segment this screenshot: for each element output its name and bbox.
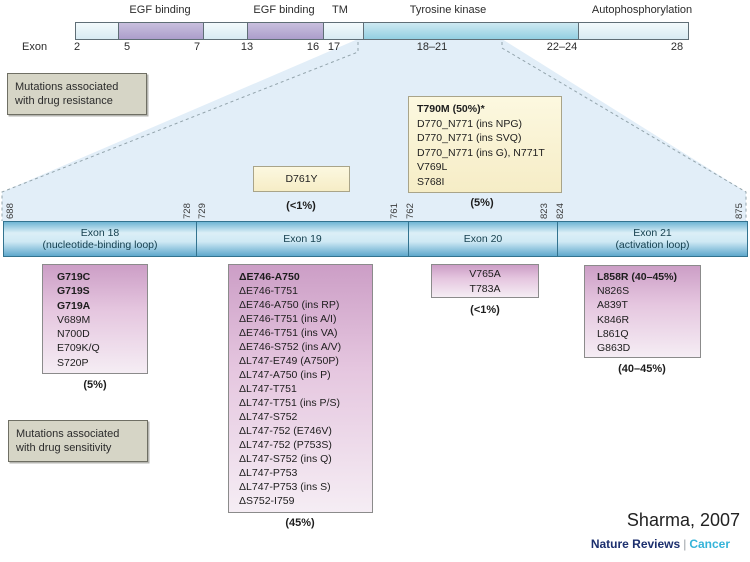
- sensitivity-exon18-frequency: (5%): [83, 379, 107, 391]
- residue-tick-688: 688: [5, 203, 16, 219]
- mutation-item: ΔE746-S752 (ins A/V): [239, 341, 342, 353]
- mutation-item: T783A: [469, 283, 501, 295]
- mutation-item: ΔL747-T751 (ins P/S): [239, 397, 340, 409]
- domain-label-tm: TM: [332, 4, 348, 16]
- mutation-item: ΔL747-P753: [239, 467, 298, 479]
- sensitivity-exon19-frequency: (45%): [285, 517, 315, 529]
- mutation-item: ΔS752-I759: [239, 495, 295, 507]
- exon-tick-17: 17: [327, 41, 341, 53]
- residue-tick-761: 761: [389, 203, 400, 219]
- mutation-item: ΔE746-A750 (ins RP): [239, 299, 340, 311]
- mutation-item: ΔE746-A750: [239, 271, 300, 283]
- gene-map-bar: [75, 22, 689, 40]
- resistance-box-d761y: D761Y: [253, 166, 350, 192]
- exon-tick-18-21: 18–21: [416, 41, 448, 53]
- journal-divider: |: [683, 537, 687, 551]
- exon-tick-7: 7: [193, 41, 201, 53]
- mutation-item: ΔE746-T751 (ins A/I): [239, 313, 337, 325]
- sensitivity-exon20-frequency: (<1%): [470, 304, 500, 316]
- domain-label-egf1: EGF binding: [129, 4, 191, 16]
- exon18-segment: Exon 18 (nucleotide-binding loop): [42, 227, 158, 251]
- mutation-item: G719S: [57, 285, 90, 298]
- mutation-item: V769L: [417, 161, 448, 173]
- funnel-fill: [2, 39, 746, 221]
- mutation-item: ΔL747-752 (E746V): [239, 425, 332, 437]
- mutation-item: L858R (40–45%): [597, 271, 677, 283]
- mutation-item: ΔL747-S752: [239, 411, 298, 423]
- egf-binding-segment-1: [118, 23, 204, 39]
- exon20-segment: Exon 20: [408, 222, 557, 256]
- mutation-item: D770_N771 (ins SVQ): [417, 132, 522, 144]
- kinase-exon-bar: Exon 18 (nucleotide-binding loop) Exon 1…: [3, 221, 748, 257]
- mutation-item: K846R: [597, 313, 630, 326]
- mutation-item: T790M (50%)*: [417, 103, 485, 115]
- mutation-item: ΔL747-752 (P753S): [239, 439, 332, 451]
- mutation-item: D761Y: [285, 173, 318, 185]
- exon19-segment: Exon 19: [196, 222, 408, 256]
- mutation-item: D770_N771 (ins NPG): [417, 117, 523, 130]
- legend-drug-resistance: Mutations associated with drug resistanc…: [7, 73, 147, 115]
- residue-tick-823: 823: [539, 203, 550, 219]
- mutation-item: G719C: [57, 271, 91, 283]
- exon21-segment: Exon 21 (activation loop): [557, 222, 747, 256]
- mutation-item: ΔL747-P753 (ins S): [239, 481, 331, 493]
- residue-tick-762: 762: [405, 203, 416, 219]
- residue-tick-824: 824: [555, 203, 566, 219]
- mutation-item: L861Q: [597, 327, 629, 340]
- domain-label-egf2: EGF binding: [253, 4, 315, 16]
- mutation-item: G863D: [597, 342, 631, 355]
- exon-tick-2: 2: [73, 41, 81, 53]
- resistance-d761y-frequency: (<1%): [286, 200, 316, 212]
- egf-binding-segment-2: [247, 23, 324, 39]
- mutation-item: E709K/Q: [57, 342, 100, 355]
- residue-tick-728: 728: [182, 203, 193, 219]
- journal-brand: Nature Reviews: [590, 537, 681, 551]
- legend-drug-sensitivity: Mutations associated with drug sensitivi…: [8, 420, 148, 462]
- mutation-item: N826S: [597, 285, 630, 298]
- mutation-item: ΔL747-E749 (A750P): [239, 355, 339, 367]
- resistance-box-exon20: T790M (50%)* D770_N771 (ins NPG) D770_N771…: [408, 96, 562, 193]
- tyrosine-kinase-segment: [363, 23, 579, 39]
- mutation-item: N700D: [57, 328, 90, 341]
- residue-tick-875: 875: [734, 203, 745, 219]
- mutation-item: A839T: [597, 299, 628, 312]
- resistance-exon20-frequency: (5%): [470, 197, 494, 209]
- residue-tick-729: 729: [197, 203, 208, 219]
- citation-text: Sharma, 2007: [626, 510, 740, 530]
- mutation-item: ΔE746-T751: [239, 285, 298, 297]
- exon-axis-label: Exon: [22, 41, 48, 53]
- mutation-item: S768I: [417, 175, 445, 188]
- sensitivity-box-exon20: V765A T783A: [431, 264, 539, 298]
- journal-credit: Nature Reviews|Cancer: [591, 537, 730, 551]
- mutation-item: G719A: [57, 299, 91, 312]
- mutation-item: ΔL747-S752 (ins Q): [239, 453, 332, 465]
- sensitivity-exon21-frequency: (40–45%): [618, 363, 666, 375]
- domain-label-autophosphorylation: Autophosphorylation: [591, 4, 693, 16]
- mutation-item: S720P: [57, 356, 89, 369]
- mutation-item: V689M: [57, 313, 91, 326]
- mutation-item: ΔL747-T751: [239, 383, 297, 395]
- mutation-item: ΔE746-T751 (ins VA): [239, 327, 338, 339]
- mutation-item: ΔL747-A750 (ins P): [239, 369, 331, 381]
- mutation-item: D770_N771 (ins G), N771T: [417, 146, 545, 159]
- exon-tick-5: 5: [123, 41, 131, 53]
- domain-label-tyrosine-kinase: Tyrosine kinase: [409, 4, 487, 16]
- exon-tick-13: 13: [240, 41, 254, 53]
- exon-tick-16: 16: [306, 41, 320, 53]
- journal-section: Cancer: [689, 537, 730, 551]
- mutation-item: V765A: [469, 268, 501, 280]
- exon-tick-22-24: 22–24: [546, 41, 578, 53]
- exon-tick-28: 28: [670, 41, 684, 53]
